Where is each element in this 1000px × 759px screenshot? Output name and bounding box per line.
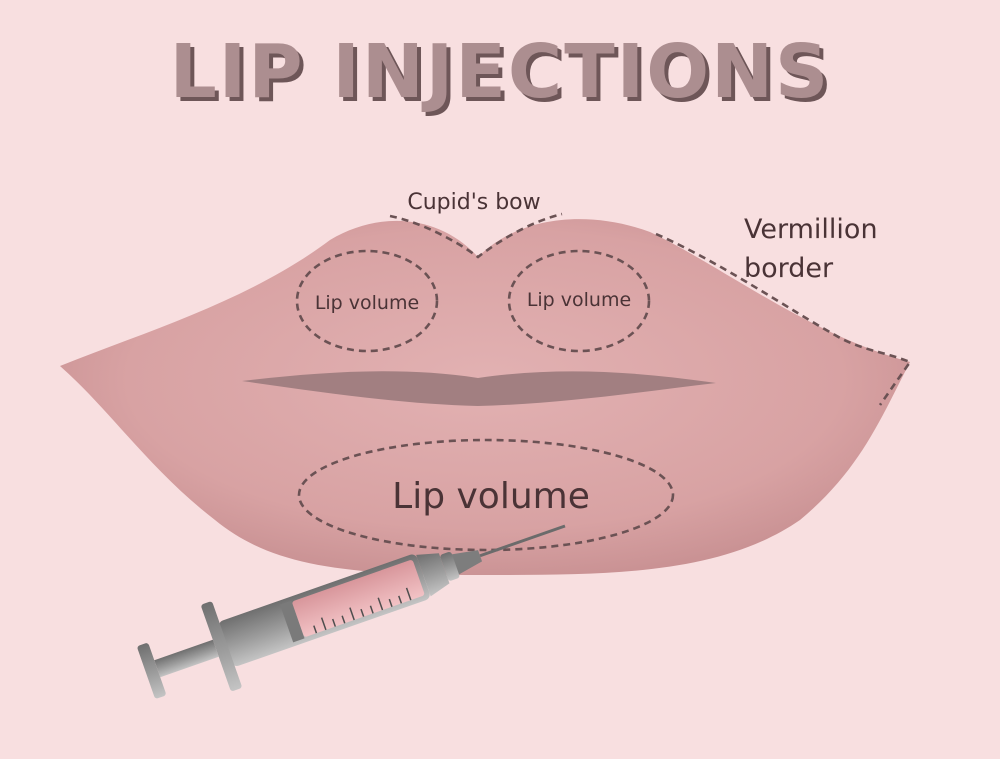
vermillion-border-label-line1: Vermillion	[744, 214, 878, 245]
lip-volume-upper-left-label: Lip volume	[315, 292, 419, 314]
upper-right-volume-zone	[507, 249, 651, 353]
cupids-bow-outline	[389, 212, 563, 259]
page-title-shadow: LIP INJECTIONS	[174, 33, 835, 119]
mouth-line	[242, 371, 716, 406]
cupids-bow-label: Cupid's bow	[407, 190, 540, 215]
page-title: LIP INJECTIONS	[170, 29, 831, 115]
vermillion-border-label-line2: border	[744, 253, 834, 284]
syringe-icon	[137, 524, 566, 699]
lip-volume-lower-label: Lip volume	[392, 476, 590, 517]
upper-left-volume-zone	[295, 249, 439, 353]
lower-volume-zone	[297, 438, 675, 552]
vermillion-border-outline	[655, 232, 913, 406]
lip-volume-upper-right-label: Lip volume	[527, 289, 631, 311]
